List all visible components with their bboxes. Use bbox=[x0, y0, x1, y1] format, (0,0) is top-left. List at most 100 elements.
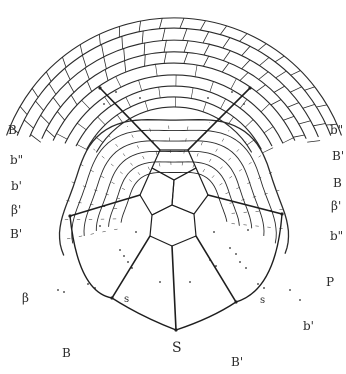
cell-wall bbox=[116, 77, 121, 88]
cell-wall bbox=[139, 80, 142, 91]
cell-wall bbox=[258, 44, 266, 51]
cell-wall bbox=[231, 79, 237, 90]
cell-wall bbox=[275, 56, 284, 62]
label-right-B: B bbox=[333, 177, 342, 189]
upper-tissue-arc bbox=[17, 28, 330, 135]
label-right-b-double-prime-lower: b" bbox=[330, 230, 343, 242]
band-wall bbox=[203, 130, 229, 171]
cell-wall bbox=[271, 100, 281, 105]
band-wall bbox=[109, 136, 140, 175]
label-left-beta-prime: β' bbox=[11, 204, 21, 216]
stipple-dot bbox=[135, 231, 137, 233]
cell-wall bbox=[31, 135, 41, 143]
label-left-b-double-prime: b" bbox=[10, 154, 23, 166]
cell-wall bbox=[63, 57, 67, 67]
stipple-dot bbox=[239, 261, 241, 263]
cell-wall bbox=[259, 72, 269, 80]
cell-wall bbox=[142, 31, 143, 44]
label-inner-s-left: s bbox=[124, 295, 129, 305]
label-left-B: B bbox=[8, 124, 17, 136]
label-right-P: P bbox=[326, 276, 334, 288]
cell-wall bbox=[220, 26, 226, 35]
cell-wall bbox=[122, 36, 123, 48]
cell-wall bbox=[222, 63, 229, 72]
cell-wall bbox=[156, 64, 158, 76]
stipple-dot bbox=[263, 287, 265, 289]
cell-wall bbox=[159, 18, 162, 28]
stipple-dot bbox=[245, 267, 247, 269]
cell-wall bbox=[53, 97, 60, 107]
cell-wall bbox=[65, 68, 70, 79]
cell-wall bbox=[24, 120, 33, 128]
cell-wall bbox=[102, 44, 104, 56]
upper-tissue-arc bbox=[30, 40, 318, 136]
cell-wall bbox=[242, 60, 251, 69]
cell-wall bbox=[240, 34, 247, 42]
sector-boundary bbox=[208, 195, 282, 214]
stipple-dot bbox=[63, 291, 65, 293]
stipple-dot bbox=[213, 231, 215, 233]
cell-wall bbox=[144, 43, 145, 55]
label-inner-s-right: s bbox=[260, 296, 265, 306]
cell-wall bbox=[264, 127, 273, 133]
cell-wall bbox=[210, 82, 214, 92]
cell-wall bbox=[256, 85, 265, 92]
cell-wall bbox=[139, 21, 141, 32]
cell-wall bbox=[313, 124, 325, 126]
cell-wall bbox=[46, 130, 55, 138]
sector-boundary bbox=[172, 246, 176, 330]
cell-wall bbox=[223, 51, 230, 61]
label-right-b-prime: b' bbox=[303, 320, 314, 332]
stipple-dot bbox=[87, 283, 89, 285]
cell-wall bbox=[20, 107, 27, 115]
cell-wall bbox=[104, 57, 107, 69]
stipple-dot bbox=[159, 281, 161, 283]
label-right-b-double-prime: b" bbox=[330, 124, 343, 136]
cell-wall bbox=[317, 105, 327, 107]
cell-wall bbox=[41, 115, 50, 124]
cell-wall bbox=[184, 53, 188, 64]
cell-wall bbox=[293, 135, 304, 137]
cell-wall bbox=[184, 41, 188, 53]
cell-wall bbox=[159, 87, 161, 98]
cell-wall bbox=[117, 115, 123, 123]
sector-boundary bbox=[112, 236, 150, 298]
stipple-dot bbox=[99, 225, 101, 227]
band-wall bbox=[226, 172, 272, 194]
cell-wall bbox=[221, 99, 226, 109]
band-wall bbox=[66, 229, 117, 239]
stipple-dot bbox=[103, 103, 105, 105]
cell-wall bbox=[242, 46, 250, 55]
cell-wall bbox=[308, 141, 320, 143]
label-bottom-B: B bbox=[62, 347, 71, 359]
cell-wall bbox=[195, 65, 197, 77]
cell-wall bbox=[263, 148, 273, 153]
outer-boundary bbox=[70, 214, 282, 330]
stipple-dot bbox=[247, 229, 249, 231]
cell-wall bbox=[95, 136, 103, 142]
cell-wall bbox=[46, 72, 51, 82]
cell-wall bbox=[77, 144, 87, 149]
cell-wall bbox=[276, 71, 287, 78]
band-wall bbox=[81, 164, 125, 189]
cell-wall bbox=[124, 48, 125, 60]
cell-wall bbox=[164, 52, 166, 63]
cell-wall bbox=[191, 88, 193, 99]
cell-wall bbox=[247, 139, 255, 145]
cell-wall bbox=[98, 117, 106, 125]
cell-wall bbox=[283, 116, 294, 120]
band-wall bbox=[193, 122, 210, 167]
central-cell bbox=[152, 150, 196, 180]
cell-wall bbox=[164, 40, 166, 52]
band-wall bbox=[71, 182, 120, 199]
label-bottom-S: S bbox=[172, 341, 182, 355]
cell-wall bbox=[36, 101, 44, 111]
cell-wall bbox=[49, 84, 56, 95]
cell-wall bbox=[204, 44, 210, 55]
cell-wall bbox=[240, 73, 248, 81]
cell-wall bbox=[77, 123, 86, 130]
cell-wall bbox=[126, 97, 131, 107]
stipple-dot bbox=[207, 97, 209, 99]
cell-wall bbox=[203, 56, 208, 66]
